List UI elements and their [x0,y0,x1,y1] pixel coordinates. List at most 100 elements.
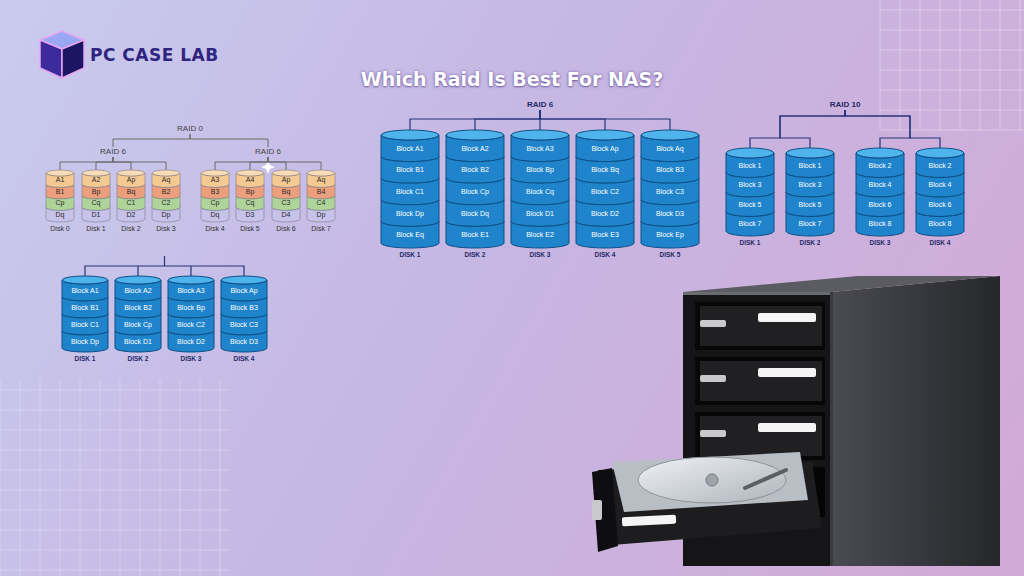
tree-connector [113,157,131,170]
block-label: Block A3 [168,286,214,295]
striped-disk: AqB2C2DpDisk 3 [152,170,180,222]
disk-segment [46,185,74,200]
block-label: Block B2 [446,165,504,174]
disk-segment [641,200,699,227]
disk-segment [62,314,108,335]
disk-segment [62,331,108,352]
disk-segment [576,178,634,205]
disk-cylinder: Block ApBlock B3Block C3Block D3DISK 4 [221,276,267,352]
disk-segment [115,314,161,335]
block-label: Block C3 [641,187,699,196]
block-label: Block 8 [856,219,904,228]
disk-label: DISK 3 [844,239,916,247]
disk-segment [272,208,300,223]
disk-top-shine [308,171,334,176]
disk-segment [726,212,774,237]
disk-segment [307,196,335,211]
block-label: Block B3 [221,303,267,312]
disk-segment [856,173,904,198]
block-label: Block Ep [641,230,699,239]
stripe-label: A1 [46,176,74,184]
disk-segment [115,331,161,352]
stripe-label: D1 [82,211,110,219]
disk-segment [201,196,229,211]
striped-disk: A4BpCqD3Disk 5 [236,170,264,222]
background-grid [0,380,230,576]
disk-cylinder: Block 2Block 4Block 6Block 8DISK 3 [856,148,904,236]
disk-segment [381,157,439,184]
disk-segment [201,208,229,223]
disk-top [272,170,299,176]
disk-segment [856,212,904,237]
stripe-label: A3 [201,176,229,184]
disk-segment [446,157,504,184]
disk-segment [916,173,964,198]
disk-label: Disk 5 [224,225,276,233]
nas-illustration [592,276,1000,566]
block-label: Block 4 [856,180,904,189]
disk-label: Disk 6 [260,225,312,233]
block-label: Block Bp [511,165,569,174]
stripe-label: C4 [307,199,335,207]
block-label: Block Eq [381,230,439,239]
block-label: Block D2 [168,337,214,346]
disk-segment [511,221,569,248]
disk-segment [307,208,335,223]
tree-connector [845,110,940,148]
stripe-label: Dq [46,211,74,219]
disk-segment [46,208,74,223]
stripe-label: Aq [152,176,180,184]
disk-segment [446,178,504,205]
raid-level-text: RAID 10 [830,100,861,110]
disk-segment [511,178,569,205]
disk-segment [201,185,229,200]
tree-connector [410,110,540,130]
disk-top [381,130,438,140]
tree-connector [113,134,190,147]
stripe-label: D3 [236,211,264,219]
disk-segment [272,196,300,211]
block-label: Block Cp [446,187,504,196]
stripe-label: Cp [46,199,74,207]
block-label: Block 6 [856,200,904,209]
stripe-label: D2 [117,211,145,219]
disk-top [117,170,144,176]
disk-cylinder: Block A1Block B1Block C1Block DpDISK 1 [62,276,108,352]
disk-segment [786,192,834,217]
disk-segment [641,178,699,205]
disk-segment [446,200,504,227]
block-label: Block 2 [916,161,964,170]
block-label: Block 1 [726,161,774,170]
block-label: Block 5 [786,200,834,209]
disk-label: DISK 2 [774,239,846,247]
raid5-bracket [85,256,244,276]
block-label: Block 3 [786,180,834,189]
stripe-label: Bp [82,188,110,196]
disk-top-shine [83,171,109,176]
disk-segment [576,157,634,184]
disk-segment [381,200,439,227]
disk-cylinder: Block A1Block B1Block C1Block DpBlock Eq… [381,130,439,248]
tree-connector [190,134,268,147]
stripe-label: Bp [236,188,264,196]
stripe-label: C3 [272,199,300,207]
stripe-label: C2 [152,199,180,207]
block-label: Block 3 [726,180,774,189]
disk-label: Disk 0 [34,225,86,233]
disk-segment [381,221,439,248]
disk-label: DISK 4 [904,239,976,247]
block-label: Block B2 [115,303,161,312]
block-label: Block 7 [786,219,834,228]
disk-segment [152,185,180,200]
stripe-label: Bq [117,188,145,196]
tree-connector [268,157,286,170]
block-label: Block D1 [115,337,161,346]
block-label: Block 6 [916,200,964,209]
disk-segment [726,173,774,198]
block-label: Block Cp [115,320,161,329]
tree-connector [268,157,321,170]
block-label: Block 1 [786,161,834,170]
raid-level-label: RAID 0 [175,124,205,134]
disk-label: DISK 5 [629,251,711,259]
